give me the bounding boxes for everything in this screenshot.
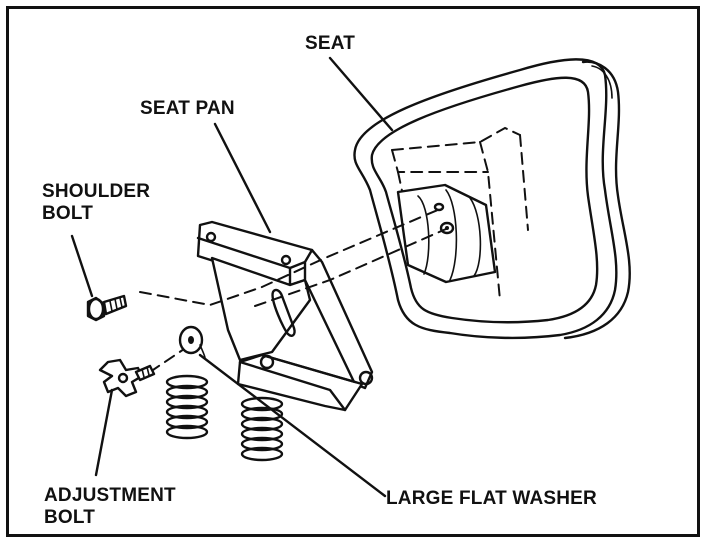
adjustment-bolt-knob <box>98 358 156 398</box>
label-adjustment-bolt: ADJUSTMENT BOLT <box>44 485 176 529</box>
leader-seat-pan <box>213 122 272 234</box>
seat-recess <box>391 126 529 301</box>
label-adjustment-bolt-line2: BOLT <box>44 507 96 528</box>
leader-shoulder-bolt <box>70 234 94 298</box>
label-adjustment-bolt-line1: ADJUSTMENT <box>44 485 176 506</box>
label-large-flat-washer: LARGE FLAT WASHER <box>386 488 597 509</box>
label-shoulder-bolt-line2: BOLT <box>42 203 94 224</box>
shoulder-bolt <box>86 294 128 322</box>
leader-large-flat-washer <box>198 353 387 498</box>
spring-left <box>165 374 209 440</box>
large-flat-washer <box>178 325 206 359</box>
label-seat: SEAT <box>305 33 356 54</box>
leader-seat <box>328 56 394 132</box>
seat-shell <box>353 58 631 340</box>
seat-pan <box>196 220 374 412</box>
diagram-border <box>6 6 700 537</box>
seat-mounting-boss <box>396 183 497 284</box>
spring-right <box>240 396 284 462</box>
label-shoulder-bolt-line1: SHOULDER <box>42 181 151 202</box>
leader-adjustment-bolt <box>94 388 114 477</box>
label-seat-pan: SEAT PAN <box>140 98 235 119</box>
label-shoulder-bolt: SHOULDER BOLT <box>42 181 150 225</box>
leader-lines <box>70 56 394 498</box>
